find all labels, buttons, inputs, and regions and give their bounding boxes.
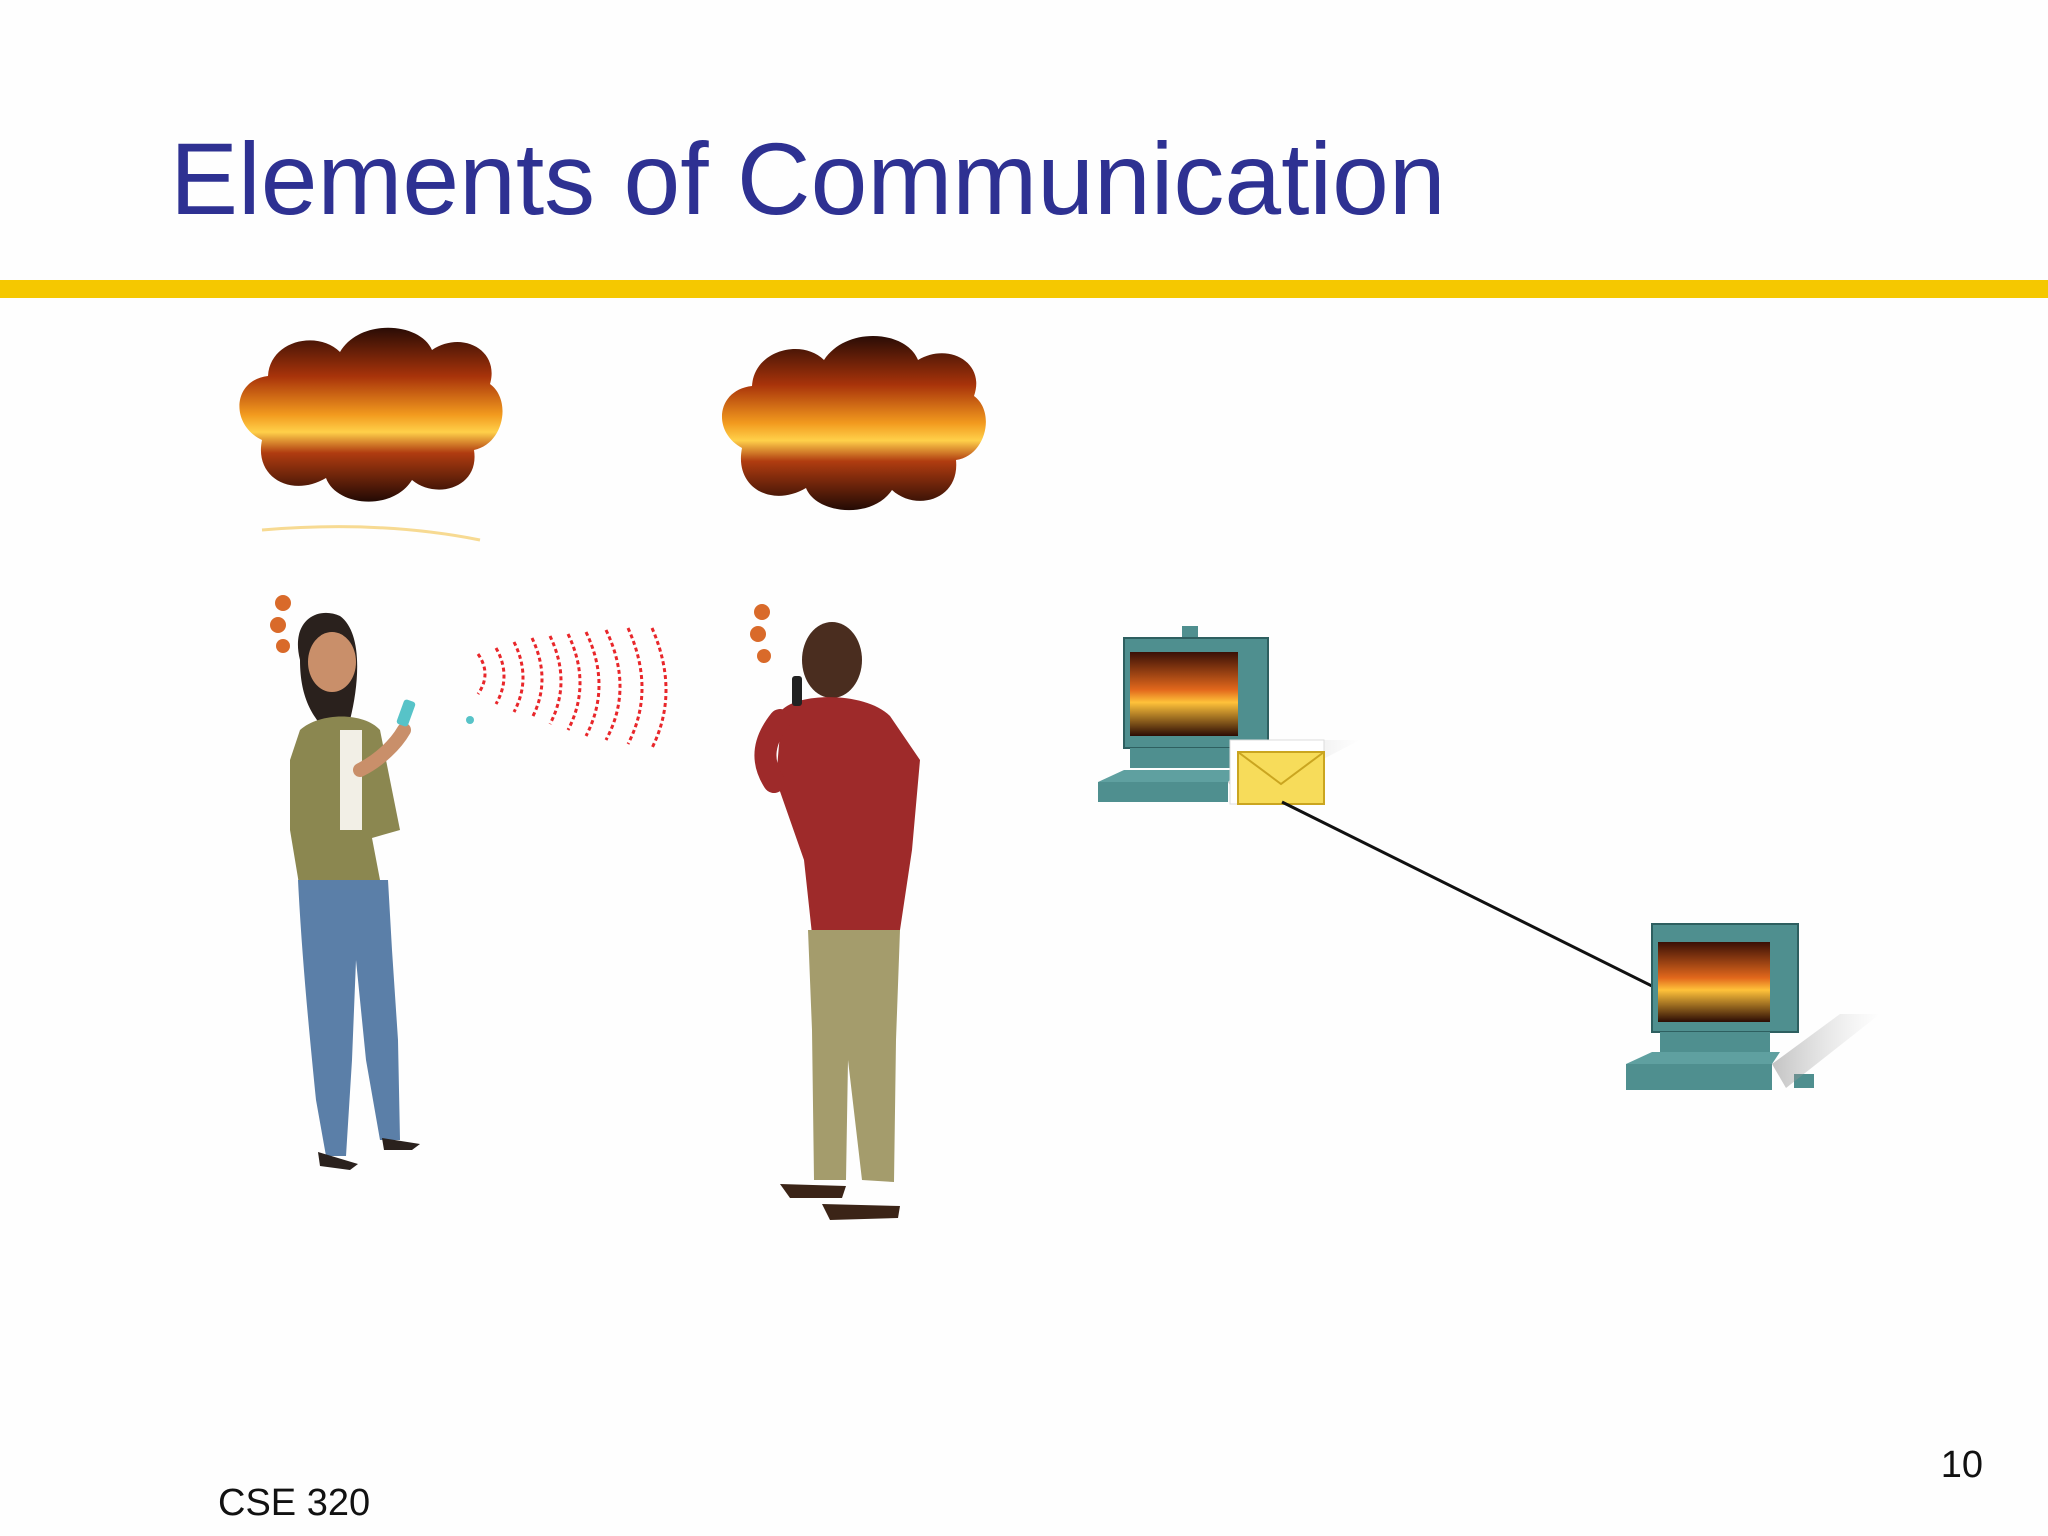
man-on-phone [754, 622, 920, 1220]
title-divider [0, 280, 2048, 298]
thought-cloud-left [239, 327, 503, 653]
woman-with-phone [290, 612, 420, 1170]
course-label: CSE 320 [218, 1482, 371, 1524]
page-number: 10 [1940, 1444, 1983, 1486]
phone-signal-dot [466, 716, 474, 724]
sound-waves [476, 627, 668, 749]
slide-title: Elements of Communication [170, 122, 1446, 236]
network-link [1281, 800, 1653, 988]
computer-destination [1626, 923, 1880, 1090]
envelope-icon [1229, 739, 1325, 805]
computer-source [1098, 626, 1360, 802]
thought-cloud-right [721, 335, 986, 663]
